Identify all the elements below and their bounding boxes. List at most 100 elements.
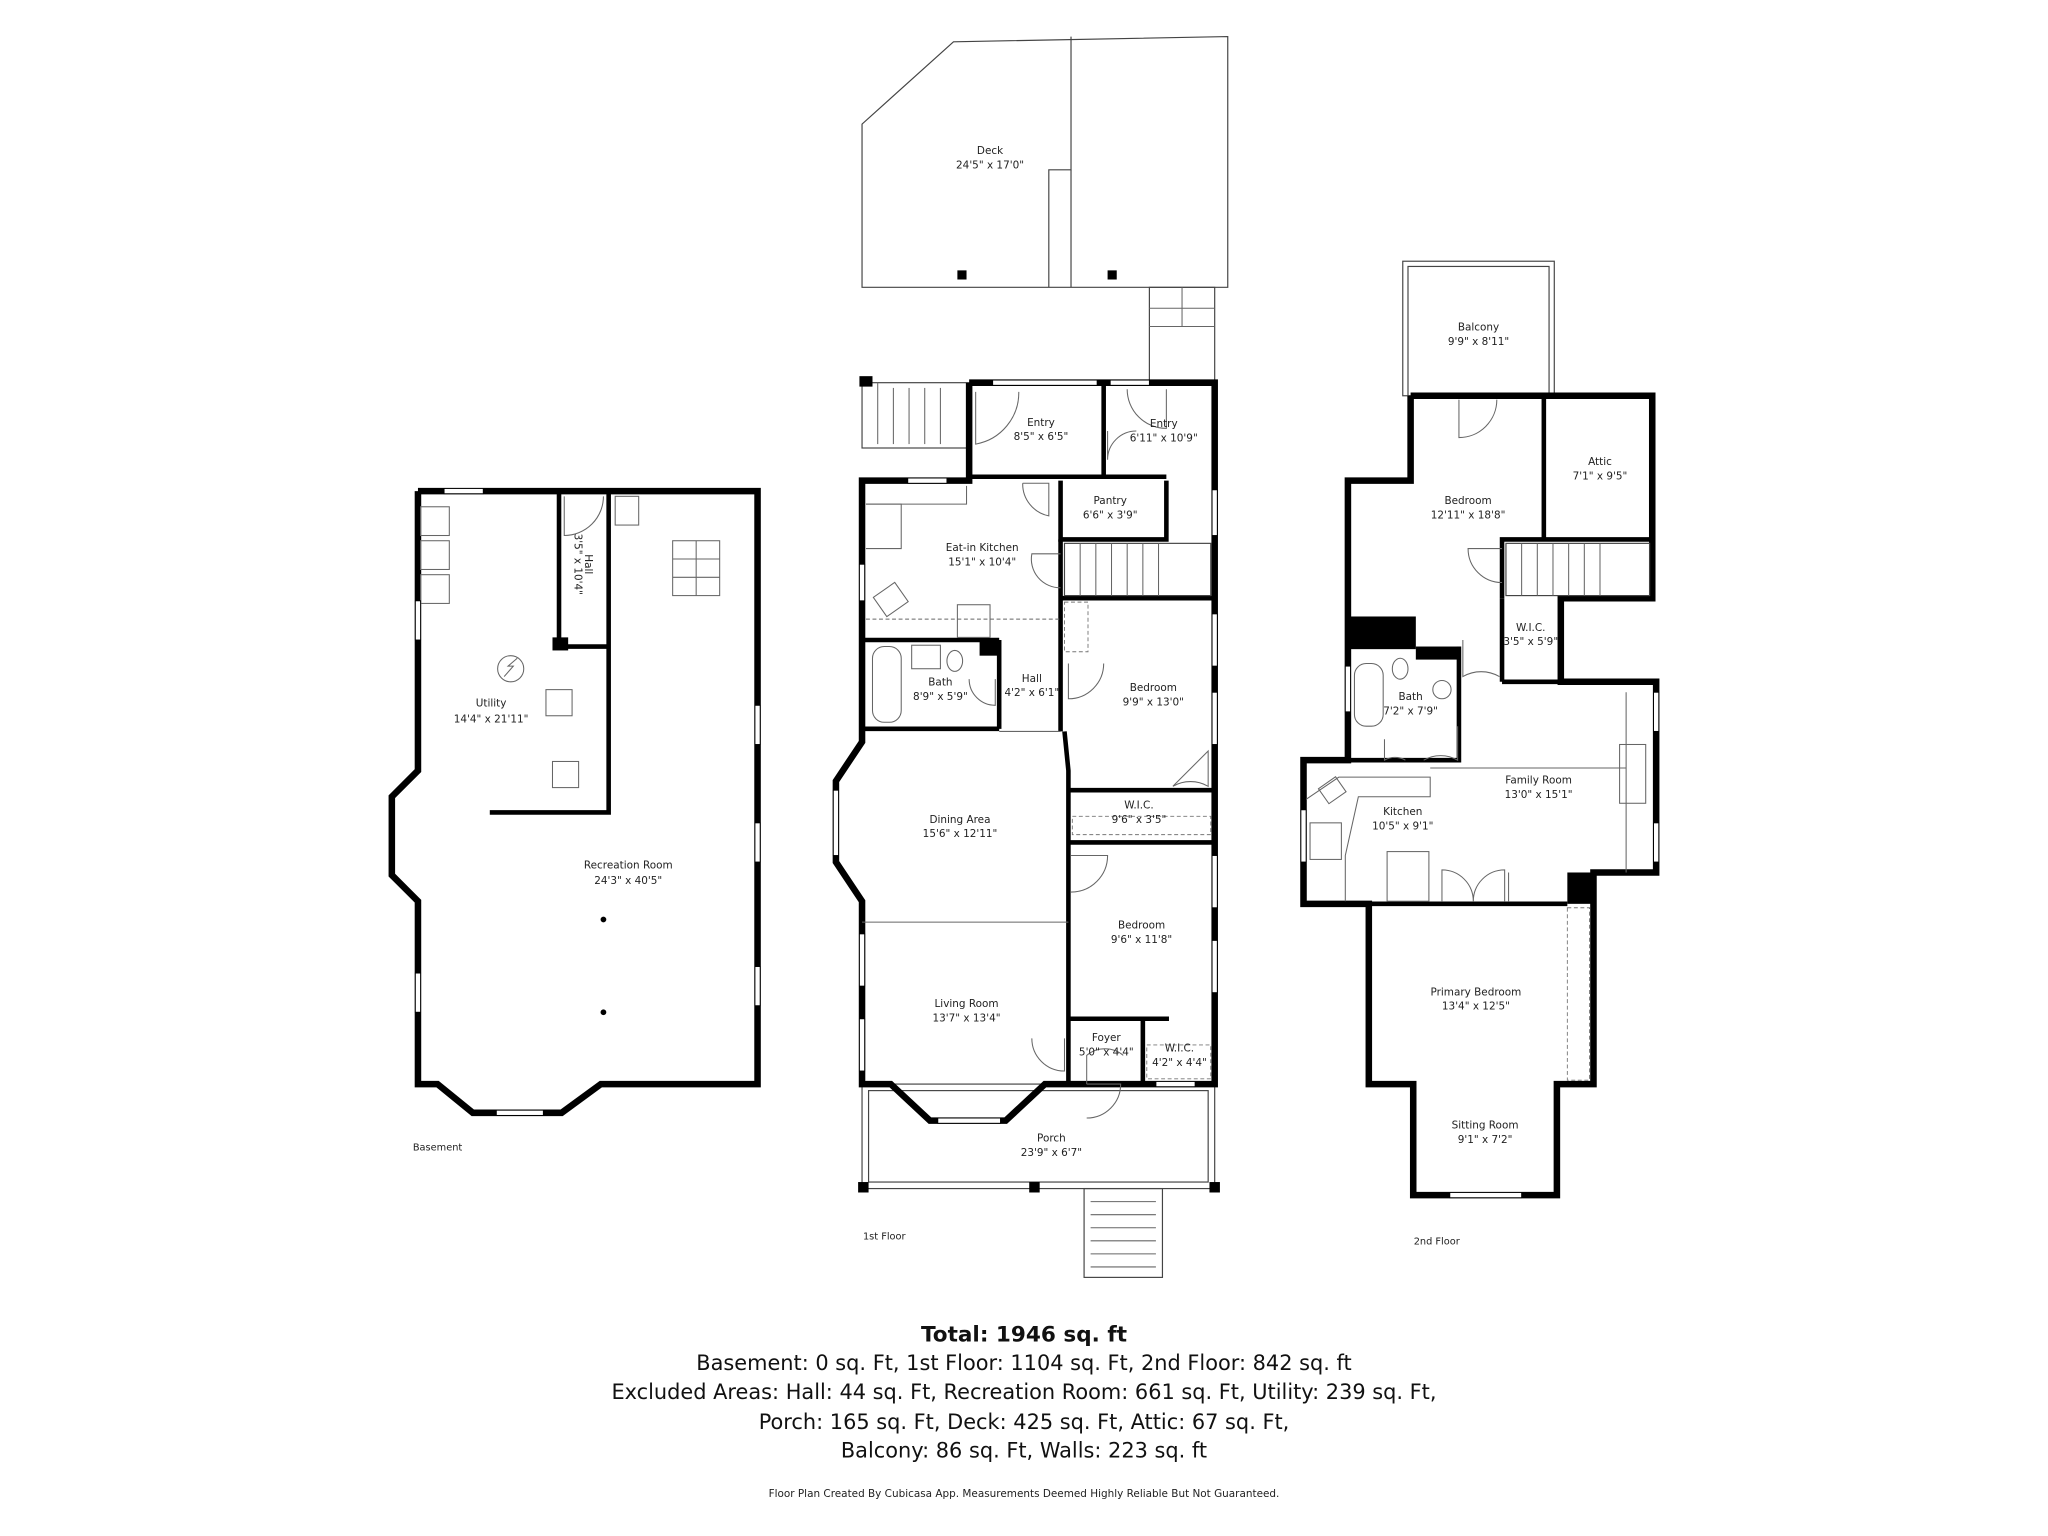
room-label-bedroom: Bedroom xyxy=(1444,495,1491,507)
kitchen-sink xyxy=(1317,775,1347,805)
room-label-pantry: Pantry xyxy=(1093,495,1126,507)
window xyxy=(1211,939,1218,994)
room-dims-foyer: 5'0" x 4'4" xyxy=(1079,1046,1134,1058)
door[interactable] xyxy=(975,391,1020,445)
window xyxy=(1344,665,1351,713)
window xyxy=(832,789,839,856)
toilet xyxy=(1391,657,1409,680)
water-heater-icon xyxy=(497,655,525,683)
room-dims-attic: 7'1" x 9'5" xyxy=(1573,470,1628,482)
door[interactable] xyxy=(1071,854,1109,893)
shelf xyxy=(614,495,640,526)
room-dims-living: 13'7" x 13'4" xyxy=(933,1012,1001,1024)
window xyxy=(495,1109,544,1116)
room-dims-balcony: 9'9" x 8'11" xyxy=(1448,336,1509,348)
window xyxy=(1300,809,1307,863)
bath-sink xyxy=(911,644,941,670)
first-floor-outer-wall xyxy=(832,379,1218,1124)
second-floor-outer-wall xyxy=(1300,392,1660,1199)
window xyxy=(1653,691,1660,732)
room-dims-utility: 14'4" x 21'11" xyxy=(454,713,529,725)
room-dims-pantry: 6'6" x 3'9" xyxy=(1083,510,1138,522)
appliance xyxy=(420,506,450,537)
window xyxy=(1211,489,1218,536)
room-label-wic: W.I.C. xyxy=(1516,622,1545,634)
room-dims-wic: 3'5" x 5'9" xyxy=(1503,636,1558,648)
door[interactable] xyxy=(1067,663,1105,700)
bathtub xyxy=(1353,662,1384,727)
room-dims-kitchen: 10'5" x 9'1" xyxy=(1372,820,1433,832)
room-label-family: Family Room xyxy=(1505,775,1572,787)
fridge xyxy=(1386,851,1430,902)
room-dims-entry: 6'11" x 10'9" xyxy=(1130,432,1198,444)
summary-line-1: Basement: 0 sq. Ft, 1st Floor: 1104 sq. … xyxy=(696,1351,1351,1375)
room-label-bath: Bath xyxy=(1398,691,1422,703)
room-label-utility: Utility xyxy=(476,698,507,710)
window xyxy=(754,822,761,863)
window xyxy=(414,600,422,641)
bathtub xyxy=(871,646,902,723)
kitchen-sink xyxy=(872,581,909,618)
basement-outer-wall xyxy=(388,487,761,1117)
window xyxy=(1211,613,1218,667)
door[interactable] xyxy=(1107,430,1137,460)
room-label-bath: Bath xyxy=(928,677,952,689)
room-dims-wic: 4'2" x 4'4" xyxy=(1152,1057,1207,1069)
stove xyxy=(1309,822,1342,860)
floor-label-1st: 1st Floor xyxy=(863,1232,907,1243)
door[interactable] xyxy=(1458,399,1498,439)
room-label-wic: W.I.C. xyxy=(1165,1042,1194,1054)
door[interactable] xyxy=(1030,553,1061,589)
window xyxy=(858,1018,866,1072)
room-dims-family: 13'0" x 15'1" xyxy=(1505,789,1573,801)
second-floor-plan: Balcony 9'9" x 8'11" xyxy=(1300,260,1660,1248)
floor-label-basement: Basement xyxy=(413,1143,463,1154)
window xyxy=(1211,855,1218,909)
room-label-bedroom: Bedroom xyxy=(1118,920,1165,932)
window xyxy=(858,563,866,602)
door[interactable] xyxy=(1022,482,1050,517)
room-label-dining: Dining Area xyxy=(929,814,990,826)
post xyxy=(600,1009,607,1016)
room-dims-recreation: 24'3" x 40'5" xyxy=(594,875,662,887)
room-dims-porch: 23'9" x 6'7" xyxy=(1021,1147,1082,1159)
door[interactable] xyxy=(563,496,604,537)
room-label-hall: Hall xyxy=(1022,673,1042,685)
door[interactable] xyxy=(1423,726,1459,762)
furnace xyxy=(545,689,573,717)
double-door[interactable] xyxy=(1441,869,1506,902)
window xyxy=(754,966,761,1007)
door[interactable] xyxy=(1031,1038,1066,1072)
door[interactable] xyxy=(1172,749,1209,788)
room-dims-dining: 15'6" x 12'11" xyxy=(923,828,998,840)
room-dims-bath: 7'2" x 7'9" xyxy=(1383,705,1438,717)
door[interactable] xyxy=(1383,739,1406,762)
window xyxy=(1155,1081,1196,1088)
door[interactable] xyxy=(1086,1083,1122,1119)
door[interactable] xyxy=(1467,548,1503,584)
window xyxy=(414,972,422,1013)
room-label-wic: W.I.C. xyxy=(1124,799,1153,811)
door[interactable] xyxy=(1126,389,1167,429)
room-label-primary: Primary Bedroom xyxy=(1430,986,1521,998)
fireplace xyxy=(1619,743,1647,804)
summary-line-3: Porch: 165 sq. Ft, Deck: 425 sq. Ft, Att… xyxy=(759,1410,1290,1434)
interior-stairs xyxy=(1505,542,1651,597)
hall-wall xyxy=(489,491,611,815)
total-area: Total: 1946 sq. ft xyxy=(921,1322,1127,1347)
door[interactable] xyxy=(968,679,996,706)
deck xyxy=(861,35,1229,288)
door[interactable] xyxy=(1086,1048,1124,1085)
interior-stairs xyxy=(1063,542,1212,597)
window xyxy=(754,704,761,745)
room-label-sitting: Sitting Room xyxy=(1452,1119,1519,1131)
window xyxy=(907,477,948,484)
window xyxy=(1653,822,1660,863)
sink xyxy=(420,574,450,604)
chimney xyxy=(1347,616,1416,650)
door[interactable] xyxy=(1462,639,1500,678)
window xyxy=(858,933,866,987)
room-label-kitchen: Kitchen xyxy=(1383,806,1422,818)
room-dims-entry: 8'5" x 6'5" xyxy=(1014,431,1069,443)
